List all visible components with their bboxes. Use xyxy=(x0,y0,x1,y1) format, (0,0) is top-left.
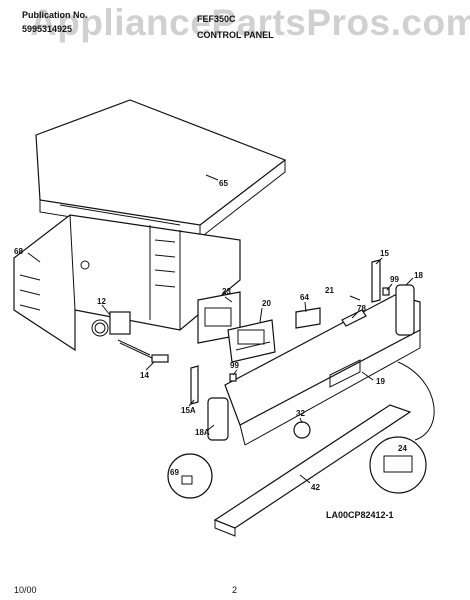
part-64-overlay[interactable] xyxy=(295,307,321,329)
callout-78: 78 xyxy=(357,304,366,313)
model-number: FEF350C xyxy=(197,14,236,24)
part-14-clip[interactable] xyxy=(151,354,169,363)
callout-14: 14 xyxy=(140,371,149,380)
callout-32: 32 xyxy=(296,409,305,418)
callout-68: 68 xyxy=(14,247,23,256)
leader-lines xyxy=(27,174,414,484)
callout-21: 21 xyxy=(325,286,334,295)
footer-date: 10/00 xyxy=(14,585,37,595)
part-69-screw[interactable] xyxy=(167,453,213,499)
callout-18: 18 xyxy=(414,271,423,280)
part-18-end-cap[interactable] xyxy=(395,284,415,336)
callout-18a: 18A xyxy=(195,428,210,437)
callout-42: 42 xyxy=(311,483,320,492)
part-15-end-bracket[interactable] xyxy=(371,259,381,303)
callout-15a: 15A xyxy=(181,406,196,415)
callout-64: 64 xyxy=(300,293,309,302)
part-78-switch[interactable] xyxy=(341,309,367,327)
callout-24: 24 xyxy=(398,444,407,453)
part-24-detail-bubble[interactable] xyxy=(369,361,435,494)
part-99-screw-left[interactable] xyxy=(229,373,237,382)
part-15a-end-bracket[interactable] xyxy=(190,365,199,405)
callout-20: 20 xyxy=(262,299,271,308)
callout-19: 19 xyxy=(376,377,385,386)
section-title: CONTROL PANEL xyxy=(197,30,274,40)
part-21-control-panel[interactable] xyxy=(224,294,421,446)
part-18a-end-cap[interactable] xyxy=(207,397,229,441)
callout-15: 15 xyxy=(380,249,389,258)
publication-number: 5995314925 xyxy=(22,24,73,34)
callout-99-left: 99 xyxy=(230,361,239,370)
watermark: AppliancePartsPros.com xyxy=(30,2,470,43)
part-99-screw-right[interactable] xyxy=(382,287,390,296)
callout-65: 65 xyxy=(219,179,228,188)
callout-12: 12 xyxy=(97,297,106,306)
part-68-rear-shroud[interactable] xyxy=(13,214,241,352)
diagram-code: LA00CP82412-1 xyxy=(326,510,394,520)
part-32-knob[interactable] xyxy=(293,421,311,439)
publication-label: Publication No. xyxy=(22,10,88,20)
callout-69: 69 xyxy=(170,468,179,477)
page-number: 2 xyxy=(232,585,238,595)
part-12-thermostat[interactable] xyxy=(91,311,153,359)
part-65-top-cover[interactable] xyxy=(35,99,287,239)
part-20-timer[interactable] xyxy=(227,319,276,363)
part-42-trim[interactable] xyxy=(213,404,412,537)
callout-23: 23 xyxy=(222,287,231,296)
callout-99-right: 99 xyxy=(390,275,399,284)
